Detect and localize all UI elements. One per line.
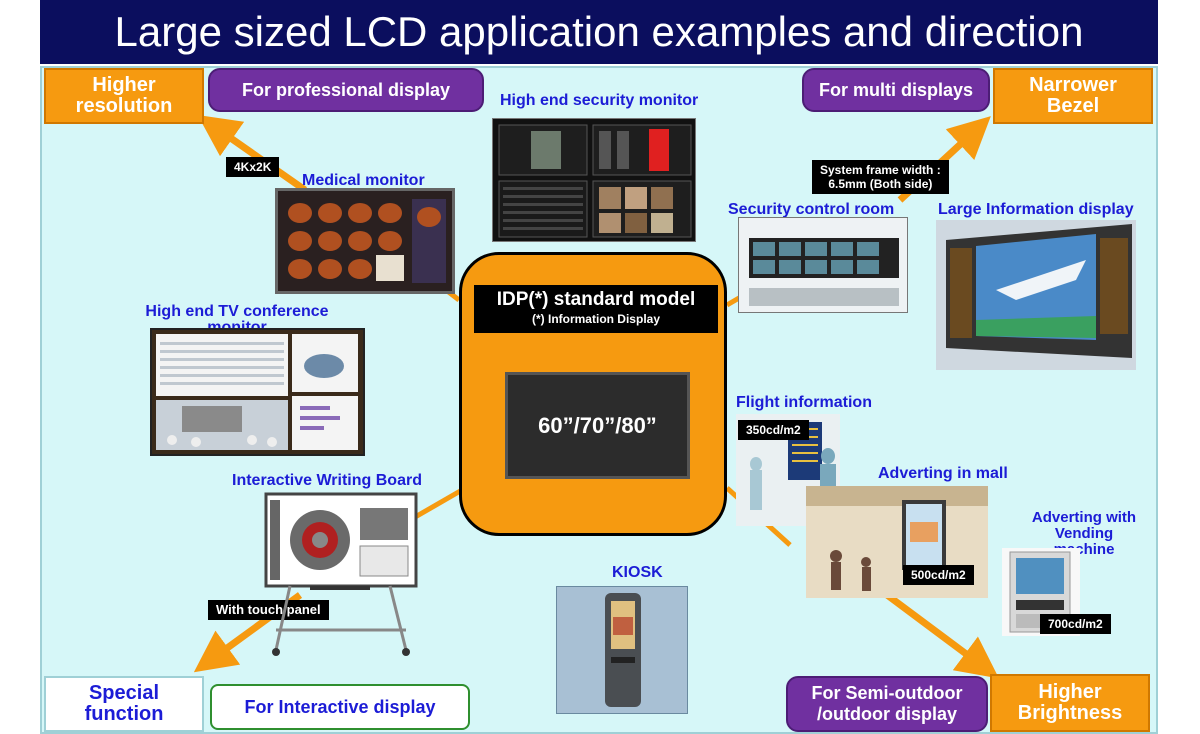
control-room-art bbox=[739, 218, 907, 312]
4kx2k-tag: 4Kx2K bbox=[226, 157, 280, 177]
security-monitor-image bbox=[492, 118, 696, 242]
higher-resolution-box: Higher resolution bbox=[44, 68, 204, 124]
flight-information-label: Flight information bbox=[736, 394, 872, 411]
large-information-display-image bbox=[936, 220, 1136, 370]
idp-subtitle: (*) Information Display bbox=[531, 312, 660, 326]
slide-title: Large sized LCD application examples and… bbox=[40, 0, 1158, 64]
kiosk-label: KIOSK bbox=[612, 564, 663, 581]
interactive-display-pill: For Interactive display bbox=[210, 684, 470, 730]
writing-board-art bbox=[264, 492, 418, 656]
large-info-art bbox=[946, 224, 1132, 358]
narrower-bezel-box: Narrower Bezel bbox=[993, 68, 1153, 124]
tv-conference-image bbox=[150, 328, 365, 456]
security-monitor-label: High end security monitor bbox=[500, 92, 699, 109]
vending-machine-label: Adverting with Vending machine bbox=[1031, 509, 1137, 558]
multi-displays-pill: For multi displays bbox=[802, 68, 990, 112]
kiosk-art bbox=[557, 587, 687, 713]
500cd-tag: 500cd/m2 bbox=[903, 565, 974, 585]
idp-title: IDP(*) standard model bbox=[496, 289, 696, 310]
special-function-box: Special function bbox=[44, 676, 204, 732]
medical-monitor-image bbox=[275, 188, 455, 294]
kiosk-image bbox=[556, 586, 688, 714]
medical-monitor-art bbox=[278, 191, 452, 291]
frame-width-tag: System frame width : 6.5mm (Both side) bbox=[812, 160, 949, 194]
writing-board-image bbox=[260, 490, 420, 660]
professional-display-pill: For professional display bbox=[208, 68, 484, 112]
semi-outdoor-pill: For Semi-outdoor /outdoor display bbox=[786, 676, 988, 732]
tv-conference-art bbox=[156, 334, 358, 450]
security-control-room-label: Security control room bbox=[728, 201, 895, 218]
writing-board-label: Interactive Writing Board bbox=[232, 472, 422, 489]
security-monitor-art bbox=[498, 124, 692, 238]
large-information-display-label: Large Information display bbox=[938, 201, 1134, 218]
higher-brightness-box: Higher Brightness bbox=[990, 674, 1150, 732]
mall-advertising-image bbox=[806, 486, 988, 598]
350cd-tag: 350cd/m2 bbox=[738, 420, 809, 440]
idp-title-box: IDP(*) standard model (*) Information Di… bbox=[474, 285, 718, 333]
medical-monitor-label: Medical monitor bbox=[302, 172, 425, 189]
security-control-room-image bbox=[738, 217, 908, 313]
mall-advertising-label: Adverting in mall bbox=[878, 465, 1008, 482]
idp-screen: 60”/70”/80” bbox=[505, 372, 690, 479]
connector-bottom-left bbox=[408, 487, 464, 523]
touch-panel-tag: With touch panel bbox=[208, 600, 329, 620]
700cd-tag: 700cd/m2 bbox=[1040, 614, 1111, 634]
screen-sizes: 60”/70”/80” bbox=[538, 412, 657, 438]
